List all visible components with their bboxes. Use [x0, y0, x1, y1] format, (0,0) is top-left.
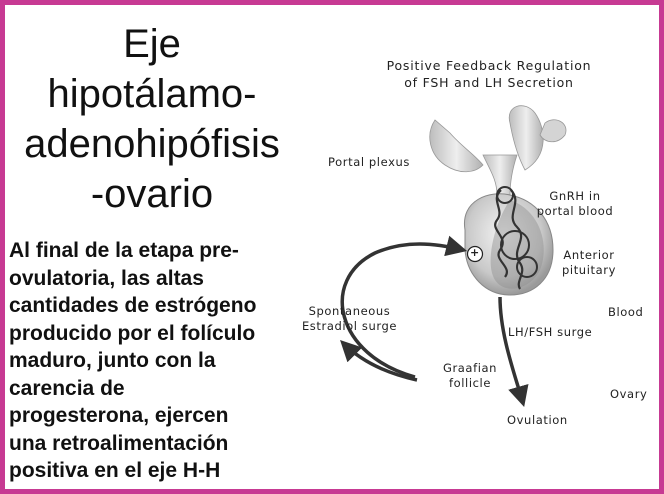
title-line-1: Eje — [123, 22, 181, 66]
label-gnrh: GnRH in portal blood — [525, 189, 625, 219]
figure-title-line-2: of FSH and LH Secretion — [404, 75, 574, 90]
body-line-1: Al final de la etapa pre- — [9, 239, 239, 262]
anterior-pituitary — [464, 186, 554, 296]
body-paragraph: Al final de la etapa pre- ovulatoria, la… — [9, 237, 299, 485]
body-line-6: carencia de — [9, 376, 125, 400]
label-blood: Blood — [608, 305, 644, 319]
body-line-2: ovulatoria, las altas — [9, 266, 204, 290]
hypothalamus-shape — [429, 105, 567, 173]
body-line-9: positiva en el eje H-H — [9, 459, 221, 482]
title-line-4: -ovario — [90, 172, 214, 216]
lh-fsh-surge-arrow — [498, 296, 529, 408]
body-line-3: cantidades de estrógeno — [9, 294, 257, 317]
label-anterior-line-2: pituitary — [562, 263, 616, 277]
estradiol-feedback-arrow — [340, 235, 468, 379]
plus-sign: + — [470, 246, 480, 259]
figure-title-line-1: Positive Feedback Regulation — [386, 58, 592, 73]
label-portal-plexus: Portal plexus — [328, 155, 410, 169]
label-gnrh-line-1: GnRH in — [549, 189, 601, 203]
label-anterior-line-1: Anterior — [563, 248, 615, 262]
title-line-3: adenohipófisis — [24, 122, 280, 166]
label-estradiol-surge: Estradiol surge — [301, 319, 398, 333]
label-lh-fsh-surge: LH/FSH surge — [508, 325, 593, 339]
estradiol-surge-arrow — [340, 340, 418, 382]
label-estradiol: Spontaneous Estradiol surge — [292, 304, 407, 334]
label-ovary: Ovary — [610, 387, 648, 401]
label-graafian-follicle: Graafian follicle — [430, 361, 510, 391]
label-graafian: Graafian — [442, 361, 498, 375]
figure-title: Positive Feedback Regulation of FSH and … — [369, 57, 609, 91]
label-spontaneous: Spontaneous — [308, 304, 391, 318]
body-line-5: maduro, junto con la — [9, 349, 216, 372]
slide-title: Eje hipotálamo- adenohipófisis -ovario — [13, 19, 291, 219]
label-anterior-pituitary: Anterior pituitary — [553, 248, 625, 278]
stimulation-symbol — [466, 245, 484, 263]
label-ovulation: Ovulation — [507, 413, 568, 427]
title-line-2: hipotálamo- — [47, 72, 257, 116]
label-follicle: follicle — [448, 376, 492, 390]
feedback-diagram — [340, 105, 567, 408]
body-line-7: progesterona, ejercen — [9, 404, 229, 427]
body-line-8: una retroalimentación — [9, 431, 229, 455]
label-gnrh-line-2: portal blood — [536, 204, 614, 218]
body-line-4: producido por el folículo — [9, 321, 256, 345]
